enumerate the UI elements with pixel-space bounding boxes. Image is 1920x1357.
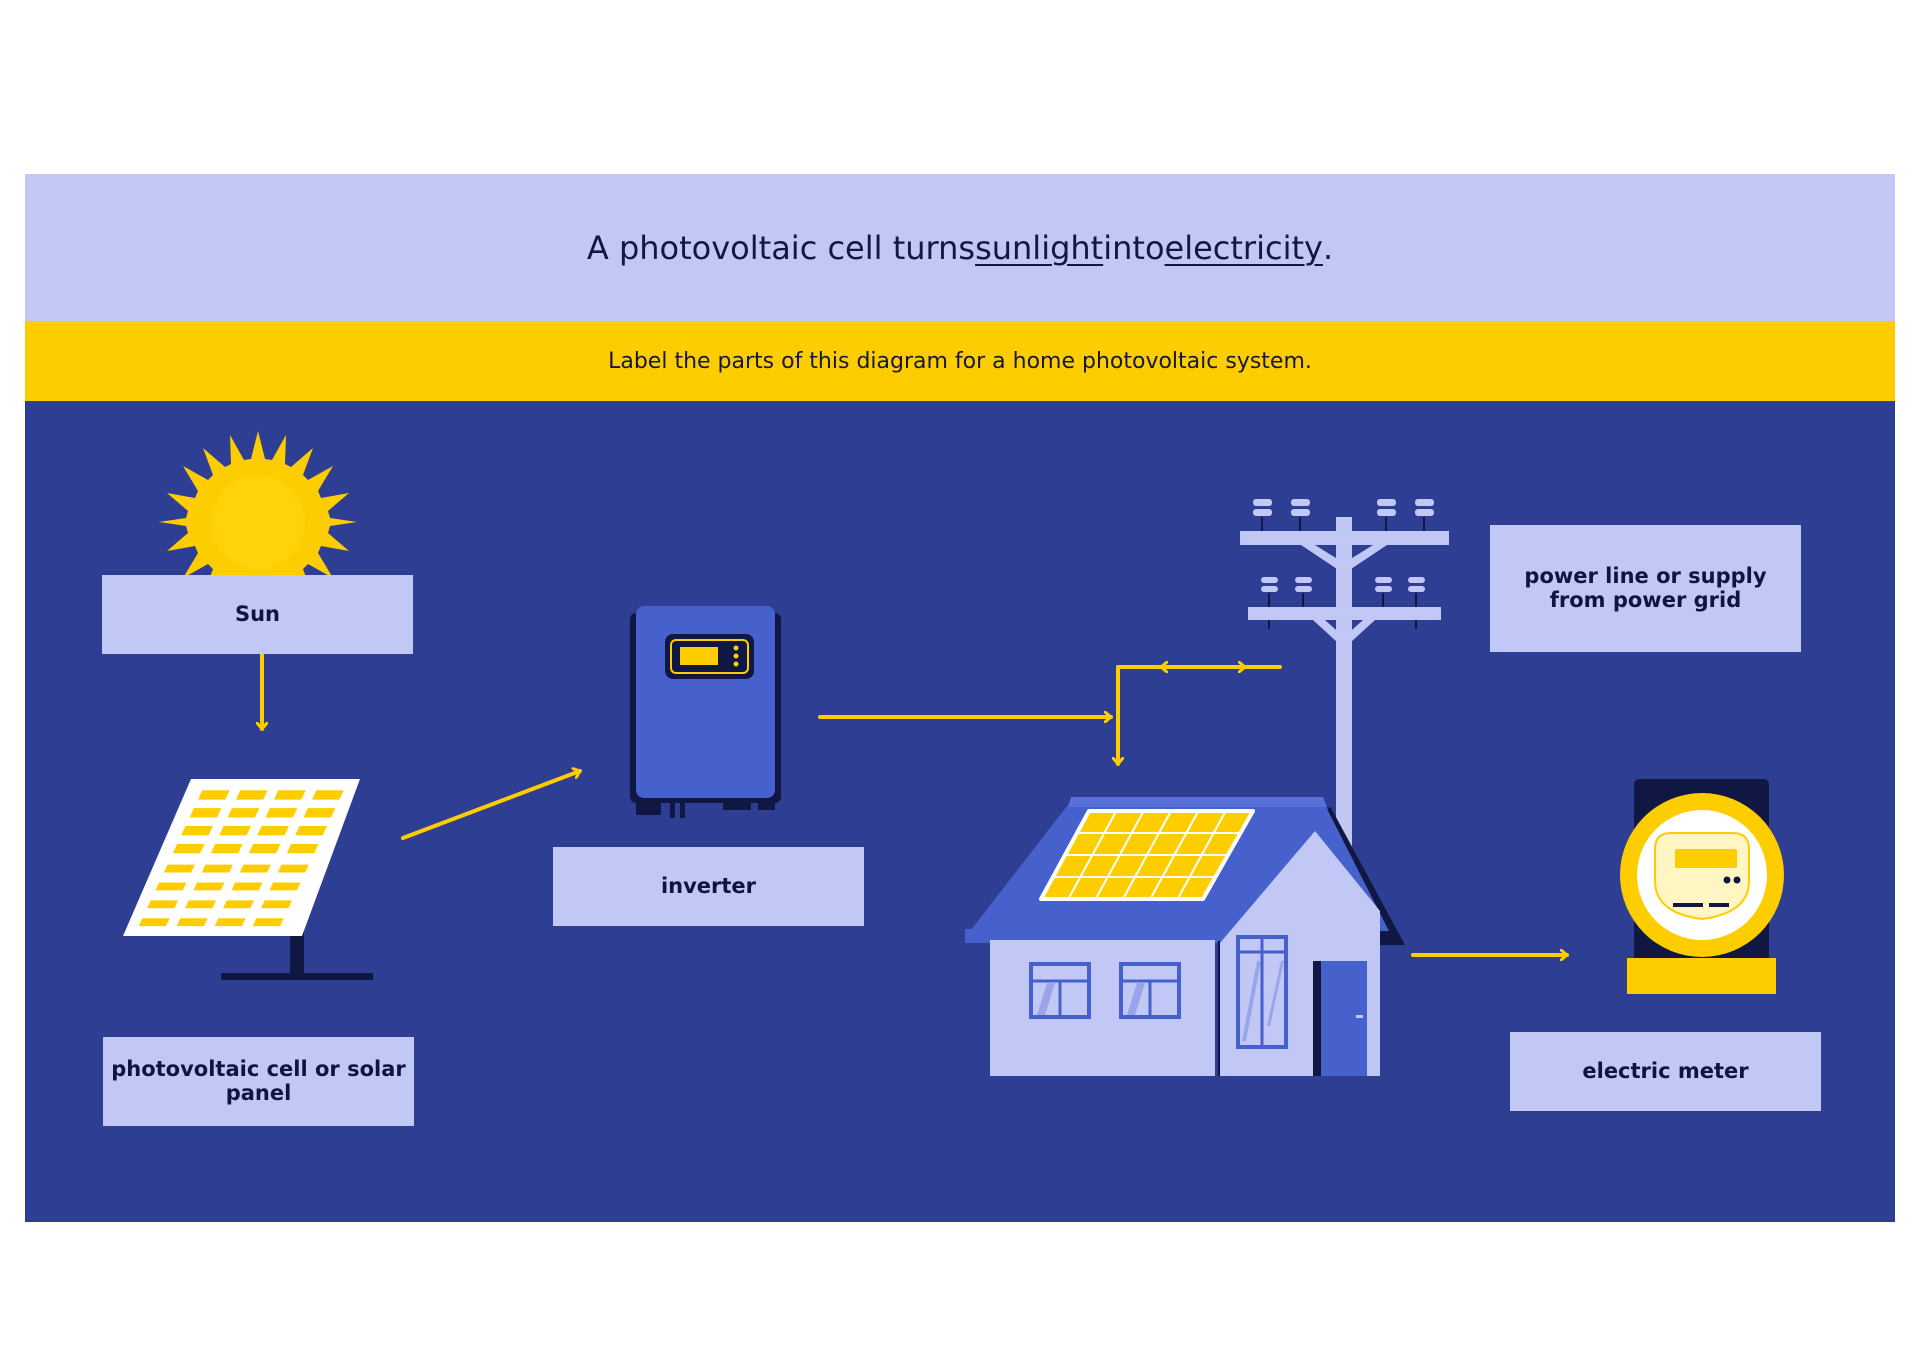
solar-cell [252,918,284,927]
label-power-line: power line or supply from power grid [1490,525,1801,652]
instruction-banner: Label the parts of this diagram for a ho… [25,321,1895,401]
house-door [1313,961,1367,1076]
sun-icon [159,431,357,613]
solar-cell [155,882,187,891]
solar-cell [273,790,306,800]
title-text-2: into [1103,228,1165,267]
solar-cell [277,864,309,873]
house-window-3 [1236,935,1288,1049]
solar-cell [248,843,281,854]
solar-cell [147,900,179,909]
solar-cell [163,864,195,873]
solar-cell [197,790,230,800]
solar-cell [265,808,298,818]
title-text-3: . [1322,228,1334,267]
solar-cell [219,826,251,836]
solar-cell [214,918,246,927]
solar-panel-icon [123,779,373,980]
solar-cell [239,864,271,873]
house-window-1 [1029,962,1091,1019]
solar-cell [181,826,213,836]
solar-cell [193,882,225,891]
house-icon [965,797,1405,1076]
label-solar-panel: photovoltaic cell or solar panel [103,1037,414,1126]
solar-cell [176,918,208,927]
arrow-panel-to-inverter [401,771,582,840]
house-window-2 [1119,962,1181,1019]
diagram-area: Sun photovoltaic cell or solar panel inv… [25,401,1895,1222]
solar-cell [286,843,319,854]
label-inverter: inverter [553,847,864,926]
label-electric-meter: electric meter [1510,1032,1821,1111]
solar-cell [210,843,243,854]
solar-cell [295,826,327,836]
utility-pole-icon [1240,499,1449,867]
label-sun: Sun [102,575,413,654]
electric-meter-icon [1620,779,1784,994]
diagram-slide: A photovoltaic cell turns sunlight into … [25,174,1895,1222]
solar-cell [269,882,301,891]
instruction-text: Label the parts of this diagram for a ho… [608,348,1312,374]
solar-cell [223,900,255,909]
inverter-icon [630,606,781,818]
solar-cell [235,790,268,800]
solar-cell [189,808,222,818]
solar-cell [138,918,170,927]
solar-cell [311,790,344,800]
solar-cell [261,900,293,909]
title-text-1: A photovoltaic cell turns [586,228,976,267]
solar-cell [201,864,233,873]
solar-cell [185,900,217,909]
sunlight-link[interactable]: sunlight [975,228,1104,267]
solar-cell [227,808,260,818]
solar-cell [303,808,336,818]
electricity-link[interactable]: electricity [1164,228,1323,267]
solar-cell [172,843,205,854]
solar-cell [257,826,289,836]
solar-cell [231,882,263,891]
page-title: A photovoltaic cell turns sunlight into … [25,174,1895,321]
